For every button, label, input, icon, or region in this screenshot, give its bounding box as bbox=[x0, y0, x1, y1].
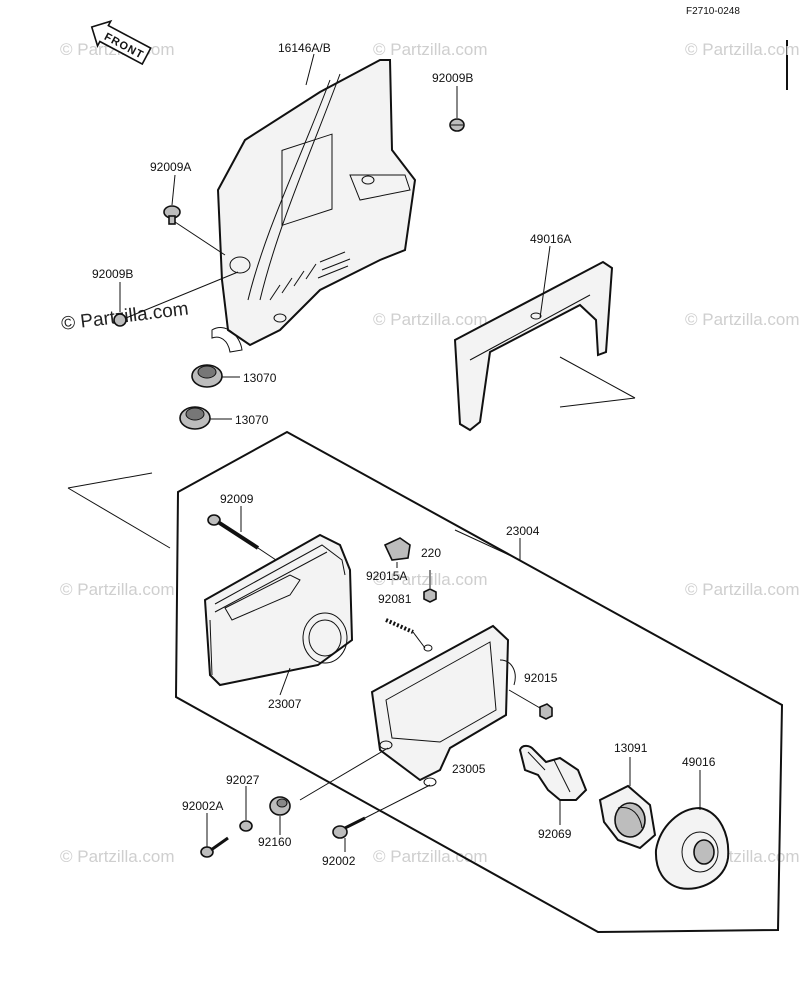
label-23005: 23005 bbox=[452, 762, 486, 776]
part-labels: 16146A/B 92009B 92009A 92009B 13070 1307… bbox=[92, 41, 716, 868]
headlight-cowl bbox=[211, 59, 417, 353]
bolt-92002A bbox=[200, 813, 229, 858]
label-23004: 23004 bbox=[506, 524, 540, 538]
watermark: © Partzilla.com bbox=[373, 310, 488, 329]
label-13070-b: 13070 bbox=[235, 413, 269, 427]
screw-92009A bbox=[163, 205, 226, 256]
label-16146: 16146A/B bbox=[278, 41, 331, 55]
watermark: © Partzilla.com bbox=[685, 580, 800, 599]
label-92002: 92002 bbox=[322, 854, 356, 868]
bulb-92069 bbox=[518, 744, 588, 825]
label-92081: 92081 bbox=[378, 592, 412, 606]
label-23007: 23007 bbox=[268, 697, 302, 711]
label-92069: 92069 bbox=[538, 827, 572, 841]
grommet-13070-b bbox=[179, 406, 232, 430]
watermark: © Partzilla.com bbox=[373, 40, 488, 59]
headlight-unit-23007 bbox=[203, 533, 354, 696]
nut-220 bbox=[423, 570, 437, 603]
label-92002A: 92002A bbox=[182, 799, 223, 813]
grommet-13070-a bbox=[191, 364, 240, 388]
watermark: © Partzilla.com bbox=[60, 580, 175, 599]
label-92009B-top: 92009B bbox=[432, 71, 473, 85]
screw-92009B-top bbox=[449, 118, 465, 132]
assembly-frame-23004 bbox=[67, 430, 784, 934]
clip-92015A bbox=[383, 537, 411, 568]
screw-92009 bbox=[207, 514, 286, 567]
nut-92015 bbox=[508, 689, 553, 720]
spring-92081 bbox=[385, 618, 426, 649]
label-92015: 92015 bbox=[524, 671, 558, 685]
collar-92160 bbox=[269, 796, 291, 835]
screw-92009B-left bbox=[113, 271, 239, 327]
housing-frame-23005 bbox=[299, 624, 516, 801]
label-49016: 49016 bbox=[682, 755, 716, 769]
bolt-92002 bbox=[332, 784, 431, 852]
label-13070-a: 13070 bbox=[243, 371, 277, 385]
diagram-code: F2710-0248 bbox=[686, 6, 740, 17]
cover-49016 bbox=[654, 770, 730, 890]
label-92009A: 92009A bbox=[150, 160, 191, 174]
watermark: © Partzilla.com bbox=[373, 847, 488, 866]
leader-lines bbox=[119, 53, 551, 561]
watermark: © Partzilla.com bbox=[60, 847, 175, 866]
label-13091: 13091 bbox=[614, 741, 648, 755]
label-49016A: 49016A bbox=[530, 232, 571, 246]
label-92009B-left: 92009B bbox=[92, 267, 133, 281]
socket-13091 bbox=[598, 757, 657, 850]
bracket-49016A bbox=[453, 260, 636, 432]
label-92015A: 92015A bbox=[366, 569, 407, 583]
label-220: 220 bbox=[421, 546, 441, 560]
label-92160: 92160 bbox=[258, 835, 292, 849]
washer-92027 bbox=[239, 786, 253, 832]
watermark: © Partzilla.com bbox=[685, 40, 800, 59]
watermark: © Partzilla.com bbox=[685, 310, 800, 329]
label-92027: 92027 bbox=[226, 773, 260, 787]
label-92009: 92009 bbox=[220, 492, 254, 506]
